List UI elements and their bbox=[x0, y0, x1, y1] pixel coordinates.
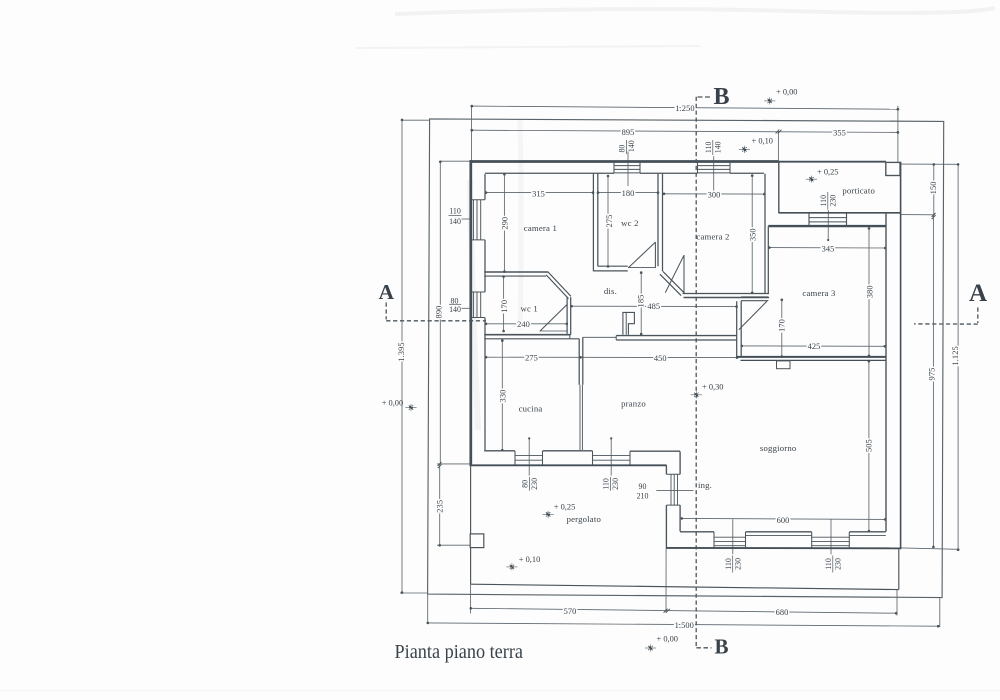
svg-text:+ 0,00: + 0,00 bbox=[776, 88, 797, 97]
svg-text:pranzo: pranzo bbox=[621, 399, 646, 409]
svg-text:soggiorno: soggiorno bbox=[760, 443, 797, 453]
svg-text:170: 170 bbox=[778, 319, 787, 332]
svg-text:140: 140 bbox=[449, 217, 461, 226]
svg-text:B: B bbox=[715, 635, 729, 659]
svg-text:380: 380 bbox=[865, 285, 874, 298]
svg-text:+ 0,25: + 0,25 bbox=[554, 502, 575, 511]
svg-text:90: 90 bbox=[639, 482, 647, 491]
svg-text:290: 290 bbox=[501, 217, 510, 230]
svg-text:315: 315 bbox=[532, 189, 545, 198]
svg-text:345: 345 bbox=[822, 244, 835, 253]
svg-text:240: 240 bbox=[517, 320, 530, 329]
svg-text:505: 505 bbox=[865, 439, 874, 452]
svg-text:170: 170 bbox=[500, 300, 509, 313]
svg-text:230: 230 bbox=[733, 558, 742, 570]
svg-text:ing.: ing. bbox=[698, 480, 712, 490]
svg-text:180: 180 bbox=[622, 189, 635, 198]
svg-text:150: 150 bbox=[929, 181, 938, 194]
svg-text:cucina: cucina bbox=[519, 404, 543, 414]
svg-text:80: 80 bbox=[618, 145, 627, 153]
svg-text:110: 110 bbox=[819, 195, 828, 207]
svg-text:porticato: porticato bbox=[842, 185, 875, 195]
svg-text:80: 80 bbox=[521, 480, 530, 488]
svg-text:A: A bbox=[379, 280, 395, 304]
svg-text:140: 140 bbox=[449, 305, 461, 314]
svg-text:110: 110 bbox=[824, 558, 833, 570]
svg-text:230: 230 bbox=[530, 478, 539, 490]
svg-text:450: 450 bbox=[654, 354, 667, 363]
svg-text:485: 485 bbox=[647, 302, 660, 311]
svg-text:975: 975 bbox=[928, 368, 937, 381]
svg-text:Pianta piano terra: Pianta piano terra bbox=[395, 641, 524, 663]
svg-text:110: 110 bbox=[704, 141, 713, 153]
svg-text:110: 110 bbox=[724, 558, 733, 570]
svg-text:camera 2: camera 2 bbox=[696, 231, 729, 241]
svg-text:B: B bbox=[714, 84, 730, 110]
svg-text:570: 570 bbox=[564, 607, 577, 616]
svg-text:1.250: 1.250 bbox=[675, 104, 694, 113]
svg-text:425: 425 bbox=[808, 342, 821, 351]
svg-text:dis.: dis. bbox=[604, 286, 617, 296]
svg-text:+ 0,00: + 0,00 bbox=[657, 635, 678, 644]
svg-text:1.125: 1.125 bbox=[951, 346, 960, 365]
svg-text:230: 230 bbox=[834, 558, 843, 570]
svg-text:355: 355 bbox=[833, 129, 846, 138]
svg-text:110: 110 bbox=[602, 478, 611, 490]
svg-text:+ 0,10: + 0,10 bbox=[752, 136, 773, 145]
svg-text:330: 330 bbox=[498, 390, 507, 403]
svg-text:+ 0,00: + 0,00 bbox=[382, 399, 403, 408]
svg-text:+ 0,25: + 0,25 bbox=[817, 167, 838, 176]
svg-text:680: 680 bbox=[776, 608, 789, 617]
svg-text:+ 0,30: + 0,30 bbox=[702, 382, 723, 391]
svg-text:1.500: 1.500 bbox=[675, 621, 694, 630]
svg-text:230: 230 bbox=[828, 195, 837, 207]
svg-text:230: 230 bbox=[611, 478, 620, 490]
svg-text:+ 0,10: + 0,10 bbox=[519, 555, 540, 564]
svg-text:wc 1: wc 1 bbox=[520, 303, 537, 313]
svg-text:185: 185 bbox=[637, 295, 646, 308]
svg-text:80: 80 bbox=[451, 296, 459, 305]
svg-text:300: 300 bbox=[708, 191, 721, 200]
svg-text:890: 890 bbox=[434, 306, 443, 319]
svg-text:pergolato: pergolato bbox=[567, 514, 602, 524]
svg-text:235: 235 bbox=[436, 500, 445, 513]
svg-text:895: 895 bbox=[622, 128, 635, 137]
svg-text:350: 350 bbox=[748, 228, 757, 241]
svg-text:camera 1: camera 1 bbox=[524, 223, 557, 233]
svg-text:275: 275 bbox=[525, 353, 538, 362]
svg-text:110: 110 bbox=[449, 207, 461, 216]
svg-text:275: 275 bbox=[605, 215, 614, 228]
svg-text:camera 3: camera 3 bbox=[802, 288, 835, 298]
svg-text:210: 210 bbox=[637, 491, 649, 500]
svg-text:140: 140 bbox=[627, 140, 636, 152]
svg-text:wc 2: wc 2 bbox=[621, 218, 638, 228]
svg-text:A: A bbox=[969, 280, 987, 307]
svg-text:600: 600 bbox=[777, 516, 790, 525]
svg-text:1.395: 1.395 bbox=[397, 342, 406, 361]
svg-text:140: 140 bbox=[713, 141, 722, 153]
